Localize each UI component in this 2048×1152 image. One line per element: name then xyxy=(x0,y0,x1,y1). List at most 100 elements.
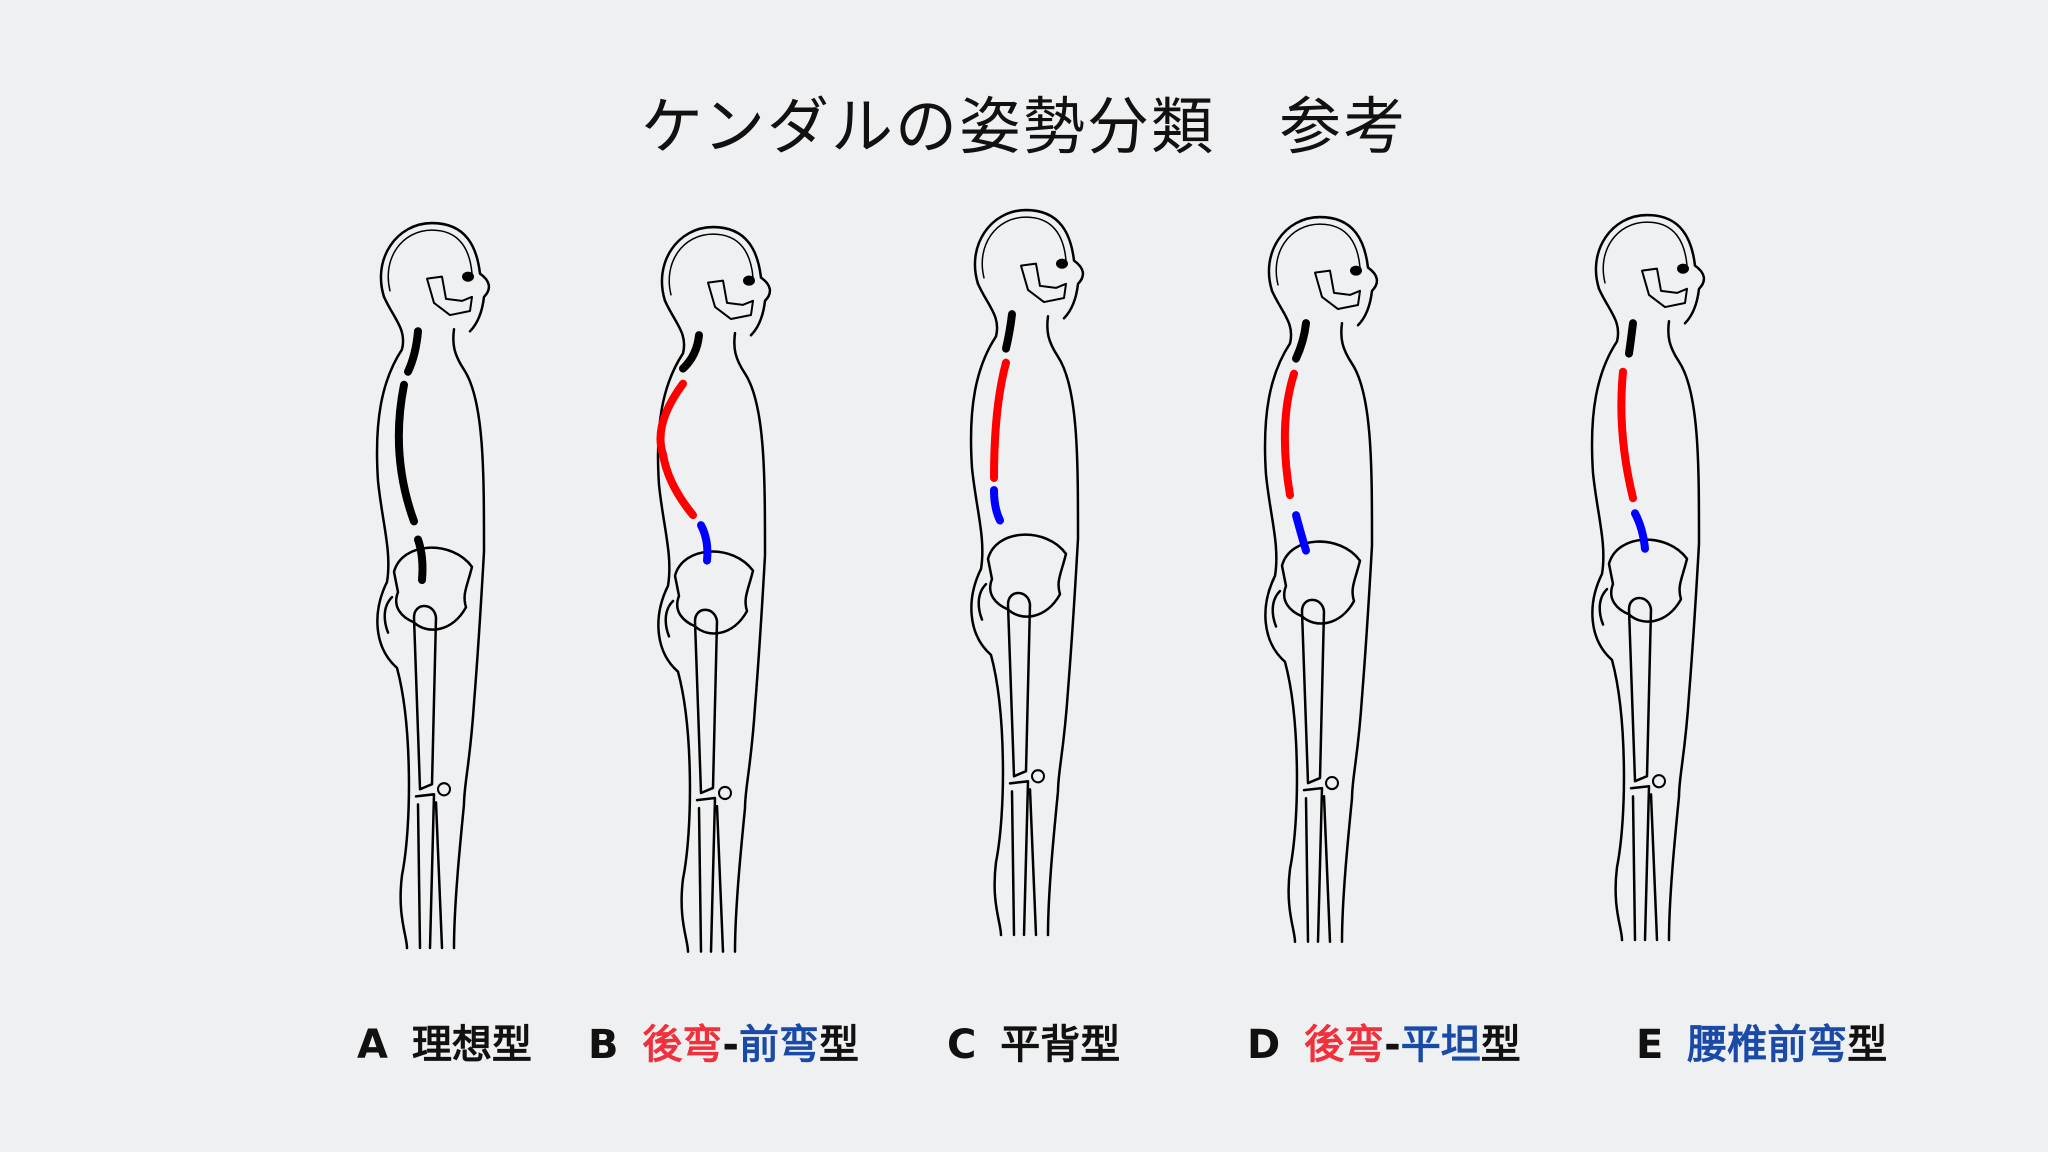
patella-icon xyxy=(1652,774,1666,789)
cervical-spine-segment xyxy=(1625,319,1637,358)
posture-label-e: E 腰椎前弯型 xyxy=(1636,1012,1887,1070)
jaw-icon xyxy=(707,279,754,321)
label-letter: D xyxy=(1247,1022,1295,1068)
sacrum-icon xyxy=(1598,587,1609,626)
head-outline xyxy=(1267,215,1379,327)
tibia-icon xyxy=(1008,780,1038,937)
label-part: 平坦 xyxy=(1400,1022,1481,1068)
tibia-icon xyxy=(1302,786,1332,944)
label-part: 型 xyxy=(1847,1022,1888,1068)
head-outline xyxy=(660,225,772,337)
label-part: 型 xyxy=(1480,1022,1521,1068)
femur-icon xyxy=(412,604,438,791)
label-part: 後弯 xyxy=(1304,1022,1385,1068)
figure-a xyxy=(372,218,542,950)
page-title: ケンダルの姿勢分類 参考 xyxy=(640,90,1408,163)
skeleton-illustration xyxy=(969,208,1085,937)
front-outline xyxy=(733,331,767,953)
head-outline xyxy=(379,221,491,333)
lumbar-spine-segment xyxy=(1631,509,1649,553)
thoracic-spine-segment xyxy=(990,358,1010,483)
label-part: - xyxy=(1384,1022,1401,1068)
thoracic-spine-segment xyxy=(1280,369,1298,500)
figure-e xyxy=(1587,210,1757,942)
label-part: 理想型 xyxy=(411,1022,532,1068)
posture-label-d: D 後弯-平坦型 xyxy=(1247,1012,1521,1070)
back-outline xyxy=(1263,289,1299,944)
tibia-icon xyxy=(414,793,444,950)
cervical-spine-segment xyxy=(1292,319,1310,363)
eye-socket-icon xyxy=(743,275,755,286)
skull-icon xyxy=(668,233,754,296)
figure-c xyxy=(966,205,1136,940)
label-part: 前弯 xyxy=(739,1022,820,1068)
skull-icon xyxy=(1602,221,1688,284)
patella-icon xyxy=(437,782,451,797)
label-part: 平背型 xyxy=(1000,1022,1121,1068)
patella-icon xyxy=(718,785,732,801)
jaw-icon xyxy=(1641,267,1688,309)
skull-icon xyxy=(1275,223,1361,286)
skull-icon xyxy=(981,216,1067,279)
figure-d xyxy=(1260,212,1430,944)
eye-socket-icon xyxy=(1677,263,1689,274)
skeleton-illustration xyxy=(1590,213,1706,942)
cervical-spine-segment xyxy=(1002,310,1016,353)
patella-icon xyxy=(1325,776,1339,791)
pelvis-icon xyxy=(673,550,755,635)
label-letter: B xyxy=(588,1022,633,1068)
posture-label-a: A 理想型 xyxy=(357,1012,532,1070)
lumbar-spine-segment xyxy=(414,535,427,585)
pelvis-icon xyxy=(986,533,1068,618)
posture-label-b: B 後弯-前弯型 xyxy=(588,1012,859,1070)
skeleton-illustration xyxy=(375,221,491,950)
tibia-icon xyxy=(695,796,725,953)
front-outline xyxy=(1667,319,1701,942)
thoracic-spine-segment xyxy=(1617,367,1637,503)
pelvis-icon xyxy=(1607,538,1689,623)
tibia-icon xyxy=(1629,785,1659,942)
cervical-spine-segment xyxy=(404,327,422,376)
back-outline xyxy=(969,282,1005,937)
front-outline xyxy=(1046,314,1080,937)
label-letter: A xyxy=(357,1022,402,1068)
eye-socket-icon xyxy=(1056,258,1068,269)
patella-icon xyxy=(1031,769,1045,784)
label-part: - xyxy=(722,1022,740,1068)
pelvis-icon xyxy=(1280,540,1362,625)
sacrum-icon xyxy=(1271,589,1282,628)
front-outline xyxy=(1340,321,1374,944)
head-outline xyxy=(973,208,1085,320)
femur-icon xyxy=(693,608,719,795)
back-outline xyxy=(1590,287,1626,942)
femur-icon xyxy=(1300,598,1326,785)
thoracic-spine-segment xyxy=(656,379,697,520)
label-part: 腰椎前弯 xyxy=(1687,1022,1848,1068)
front-outline xyxy=(452,327,486,950)
lumbar-spine-segment xyxy=(990,486,1004,525)
label-letter: C xyxy=(947,1022,991,1068)
posture-label-c: C 平背型 xyxy=(947,1012,1120,1070)
sacrum-icon xyxy=(977,582,988,621)
pelvis-icon xyxy=(392,546,474,631)
back-outline xyxy=(375,295,411,950)
lumbar-spine-segment xyxy=(697,521,712,565)
sacrum-icon xyxy=(383,595,394,634)
label-part: 後弯 xyxy=(642,1022,723,1068)
sacrum-icon xyxy=(664,599,675,638)
label-letter: E xyxy=(1636,1022,1678,1068)
head-outline xyxy=(1594,213,1706,325)
jaw-icon xyxy=(426,275,473,317)
skeleton-illustration xyxy=(656,225,772,953)
lumbar-spine-segment xyxy=(1292,511,1310,555)
skeleton-illustration xyxy=(1263,215,1379,944)
femur-icon xyxy=(1627,596,1653,783)
eye-socket-icon xyxy=(462,271,474,282)
figure-b xyxy=(653,222,823,953)
label-part: 型 xyxy=(819,1022,860,1068)
cervical-spine-segment xyxy=(679,331,703,373)
thoracic-spine-segment xyxy=(394,380,418,526)
jaw-icon xyxy=(1020,262,1067,304)
eye-socket-icon xyxy=(1350,265,1362,276)
skull-icon xyxy=(387,229,473,292)
